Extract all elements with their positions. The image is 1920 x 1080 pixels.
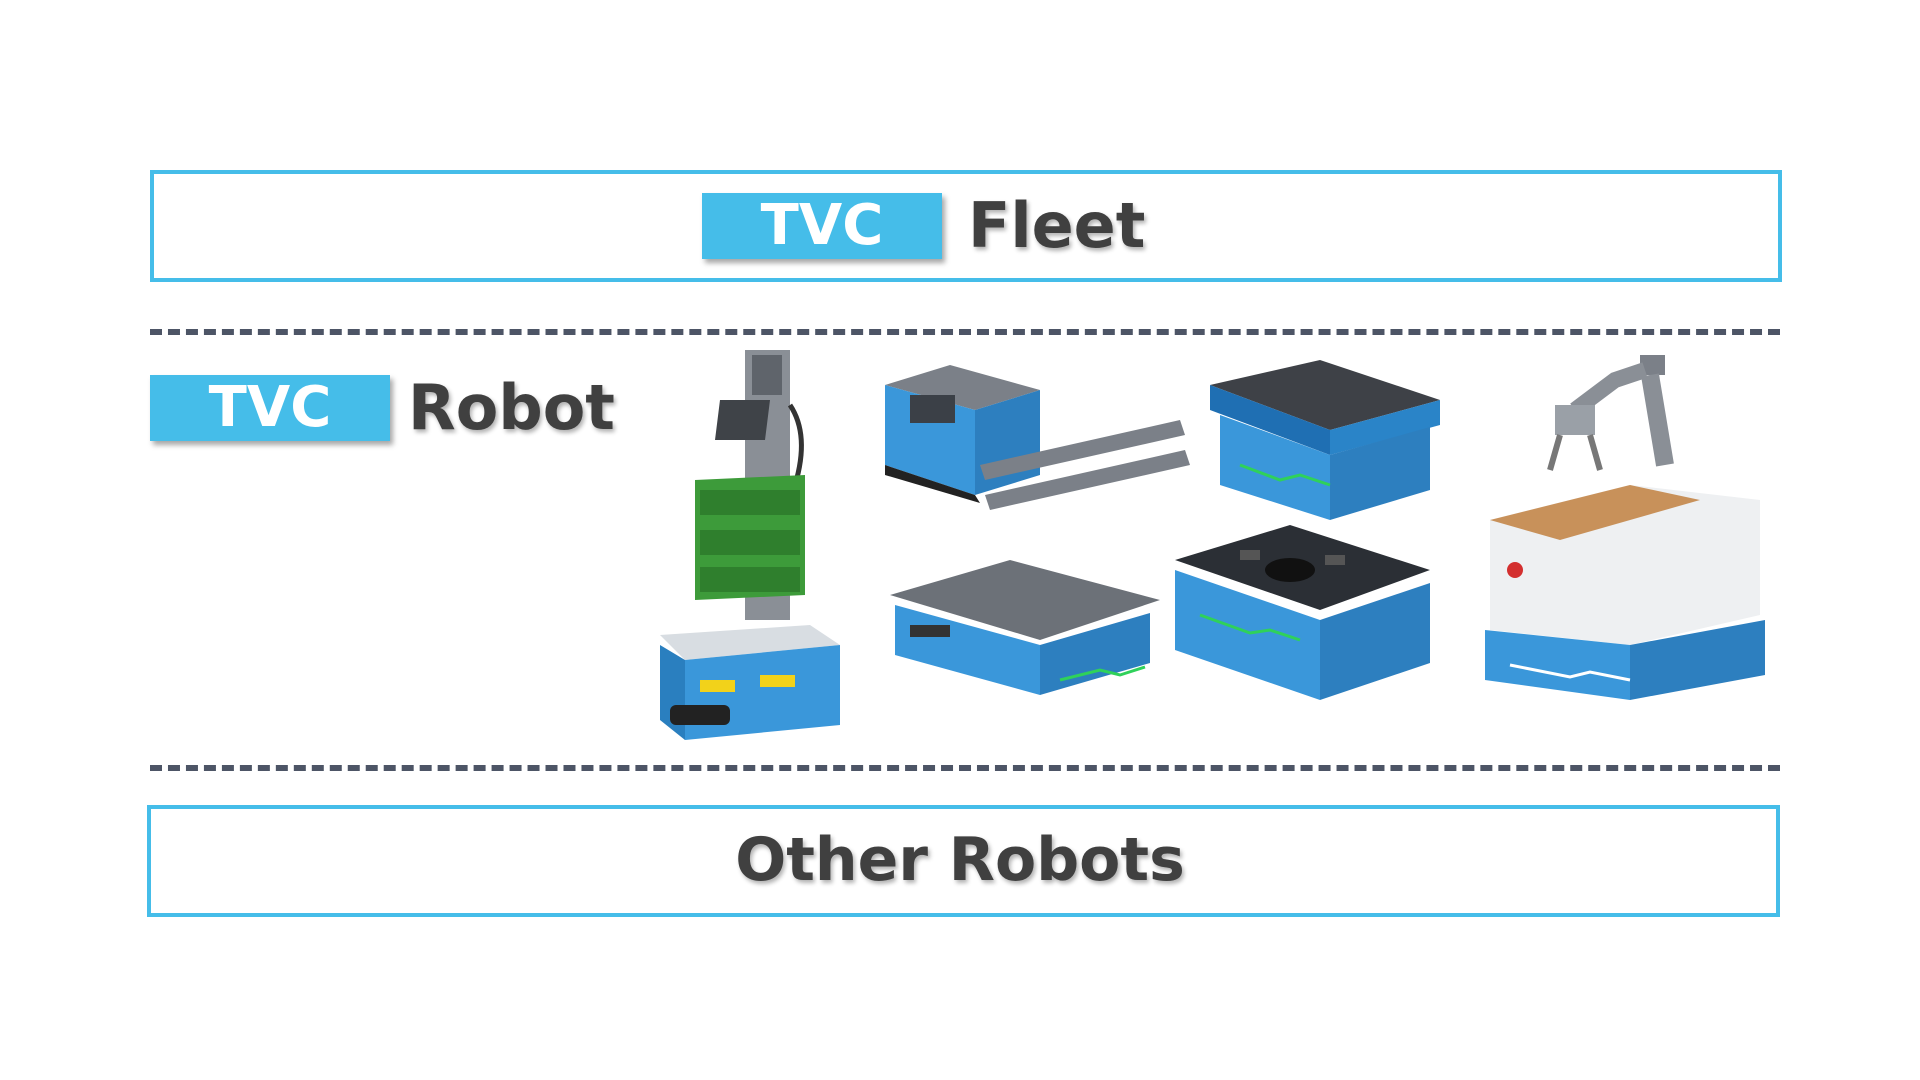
pallet-forklift-robot-icon [885, 365, 1190, 510]
robot-arm-mobile-manipulator-icon [1485, 355, 1765, 700]
bottom-dashed-divider [150, 765, 1780, 771]
shelf-picking-robot-icon [660, 350, 840, 740]
fleet-label: Fleet [968, 189, 1146, 262]
flat-top-robot-icon [890, 560, 1160, 695]
conveyor-top-robot-icon [1210, 360, 1440, 520]
other-robots-layer-box [147, 805, 1780, 917]
fleet-tvc-tag: TVC [702, 193, 942, 259]
robot-tvc-tag: TVC [150, 375, 390, 441]
top-dashed-divider [150, 329, 1780, 335]
fleet-layer-box [150, 170, 1782, 282]
lift-jacking-robot-icon [1175, 525, 1430, 700]
other-robots-label: Other Robots [735, 825, 1185, 895]
robot-images-group [660, 350, 1765, 740]
robot-label: Robot [408, 371, 615, 444]
